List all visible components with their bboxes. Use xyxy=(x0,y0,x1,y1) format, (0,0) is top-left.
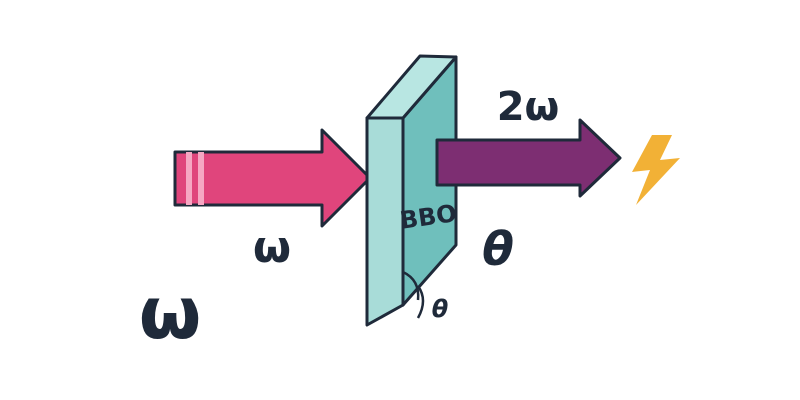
bbo-crystal: BBO xyxy=(365,54,458,327)
phase-matching-angle-label: θ xyxy=(482,222,514,276)
angle-arc-bracket xyxy=(416,285,425,319)
crystal-front-face xyxy=(365,116,405,327)
input-frequency-label: ω xyxy=(253,222,291,273)
input-frequency-label-large: ω xyxy=(139,271,202,355)
beam-stripe xyxy=(186,152,192,205)
crystal-angle-label: θ xyxy=(432,295,449,323)
lightning-icon xyxy=(632,135,680,205)
input-beam-arrow xyxy=(173,128,372,228)
beam-stripe xyxy=(198,152,204,205)
output-beam-arrow xyxy=(435,118,622,198)
angle-arc xyxy=(402,270,420,301)
output-frequency-label: 2ω xyxy=(497,84,560,130)
